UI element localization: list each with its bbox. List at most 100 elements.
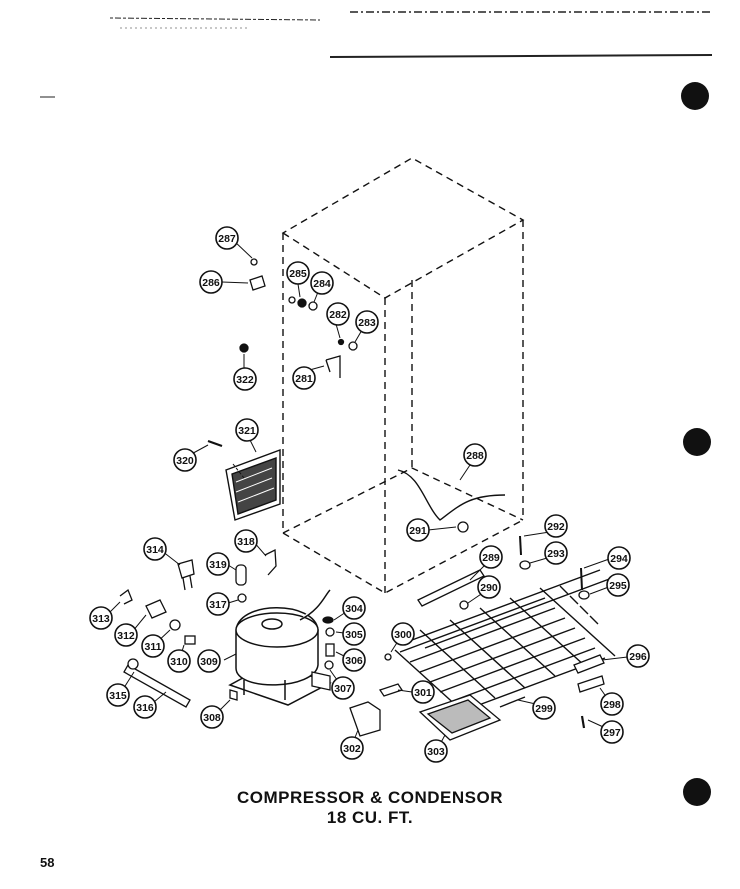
callouts: 287 286 285 284 282 283 281 322 321 320 …: [89, 226, 650, 763]
condenser-cover-panel: [225, 448, 281, 521]
callout-317: 317: [206, 592, 230, 616]
callout-297: 297: [600, 720, 624, 744]
callout-label: 319: [209, 559, 227, 571]
callout-label: 304: [345, 603, 363, 615]
callout-304: 304: [342, 596, 366, 620]
callout-288: 288: [463, 443, 487, 467]
callout-label: 307: [334, 683, 352, 695]
callout-283: 283: [355, 310, 379, 334]
callout-320: 320: [173, 448, 197, 472]
callout-307: 307: [331, 676, 355, 700]
callout-label: 314: [146, 544, 164, 556]
callout-label: 306: [345, 655, 363, 667]
callout-293: 293: [544, 541, 568, 565]
callout-label: 299: [535, 703, 553, 715]
callout-label: 308: [203, 712, 221, 724]
callout-296: 296: [626, 644, 650, 668]
callout-285: 285: [286, 261, 310, 285]
mounting-hardware: [311, 616, 335, 691]
callout-label: 293: [547, 548, 565, 560]
callout-label: 318: [237, 536, 255, 548]
callout-label: 282: [329, 309, 347, 321]
callout-295: 295: [606, 573, 630, 597]
binder-hole-middle: [683, 428, 711, 456]
callout-314: 314: [143, 537, 167, 561]
callout-300: 300: [391, 622, 415, 646]
callout-302: 302: [340, 736, 364, 760]
callout-label: 295: [609, 580, 627, 592]
callout-308: 308: [200, 705, 224, 729]
callout-label: 311: [145, 641, 162, 653]
callout-318: 318: [234, 529, 258, 553]
callout-label: 321: [238, 425, 256, 437]
callout-label: 322: [236, 374, 254, 386]
callout-306: 306: [342, 648, 366, 672]
callout-label: 289: [482, 552, 500, 564]
callout-label: 309: [200, 656, 218, 668]
binder-hole-bottom: [683, 778, 711, 806]
callout-label: 313: [92, 613, 110, 625]
diagram-title: COMPRESSOR & CONDENSOR: [236, 788, 504, 807]
callout-label: 300: [394, 629, 412, 641]
cabinet-outline: [281, 157, 525, 594]
callout-label: 301: [414, 687, 432, 699]
callout-284: 284: [310, 271, 334, 295]
callout-311: 311: [141, 634, 165, 658]
condenser-coil: [394, 569, 616, 719]
callout-303: 303: [424, 739, 448, 763]
callout-291: 291: [406, 518, 430, 542]
callout-label: 317: [209, 599, 227, 611]
binder-hole-top: [681, 82, 709, 110]
callout-299: 299: [532, 696, 556, 720]
callout-label: 312: [117, 630, 135, 642]
callout-label: 291: [409, 525, 427, 537]
callout-label: 297: [603, 727, 621, 739]
callout-313: 313: [89, 606, 113, 630]
callout-label: 283: [358, 317, 376, 329]
compressor: [228, 589, 332, 706]
electrical-components: [119, 548, 277, 708]
callout-282: 282: [326, 302, 350, 326]
callout-322: 322: [233, 367, 257, 391]
callout-label: 298: [603, 699, 621, 711]
callout-312: 312: [114, 623, 138, 647]
insulation-shape: [397, 469, 506, 521]
callout-label: 292: [547, 521, 565, 533]
callout-290: 290: [477, 575, 501, 599]
callout-315: 315: [106, 683, 130, 707]
callout-label: 288: [466, 450, 484, 462]
callout-label: 320: [176, 455, 194, 467]
callout-label: 305: [345, 629, 363, 641]
scan-artifacts: [40, 11, 713, 98]
callout-289: 289: [479, 545, 503, 569]
callout-label: 296: [629, 651, 647, 663]
callout-label: 285: [289, 268, 307, 280]
callout-label: 287: [218, 233, 236, 245]
callout-label: 310: [170, 656, 188, 668]
callout-319: 319: [206, 552, 230, 576]
callout-286: 286: [199, 270, 223, 294]
callout-287: 287: [215, 226, 239, 250]
page-number: 58: [40, 855, 55, 870]
callout-label: 316: [136, 702, 154, 714]
callout-label: 284: [313, 278, 331, 290]
callout-309: 309: [197, 649, 221, 673]
callout-label: 286: [202, 277, 220, 289]
binder-holes: [681, 82, 711, 806]
callout-294: 294: [607, 546, 631, 570]
callout-label: 303: [427, 746, 445, 758]
callout-305: 305: [342, 622, 366, 646]
callout-281: 281: [292, 366, 316, 390]
callout-310: 310: [167, 649, 191, 673]
callout-label: 302: [343, 743, 361, 755]
callout-321: 321: [235, 418, 259, 442]
callout-316: 316: [133, 695, 157, 719]
callout-298: 298: [600, 692, 624, 716]
misc-parts: [349, 521, 605, 741]
callout-301: 301: [411, 680, 435, 704]
callout-label: 294: [610, 553, 628, 565]
callout-label: 315: [109, 690, 127, 702]
callout-label: 281: [295, 373, 313, 385]
hardware-parts: [207, 258, 358, 448]
